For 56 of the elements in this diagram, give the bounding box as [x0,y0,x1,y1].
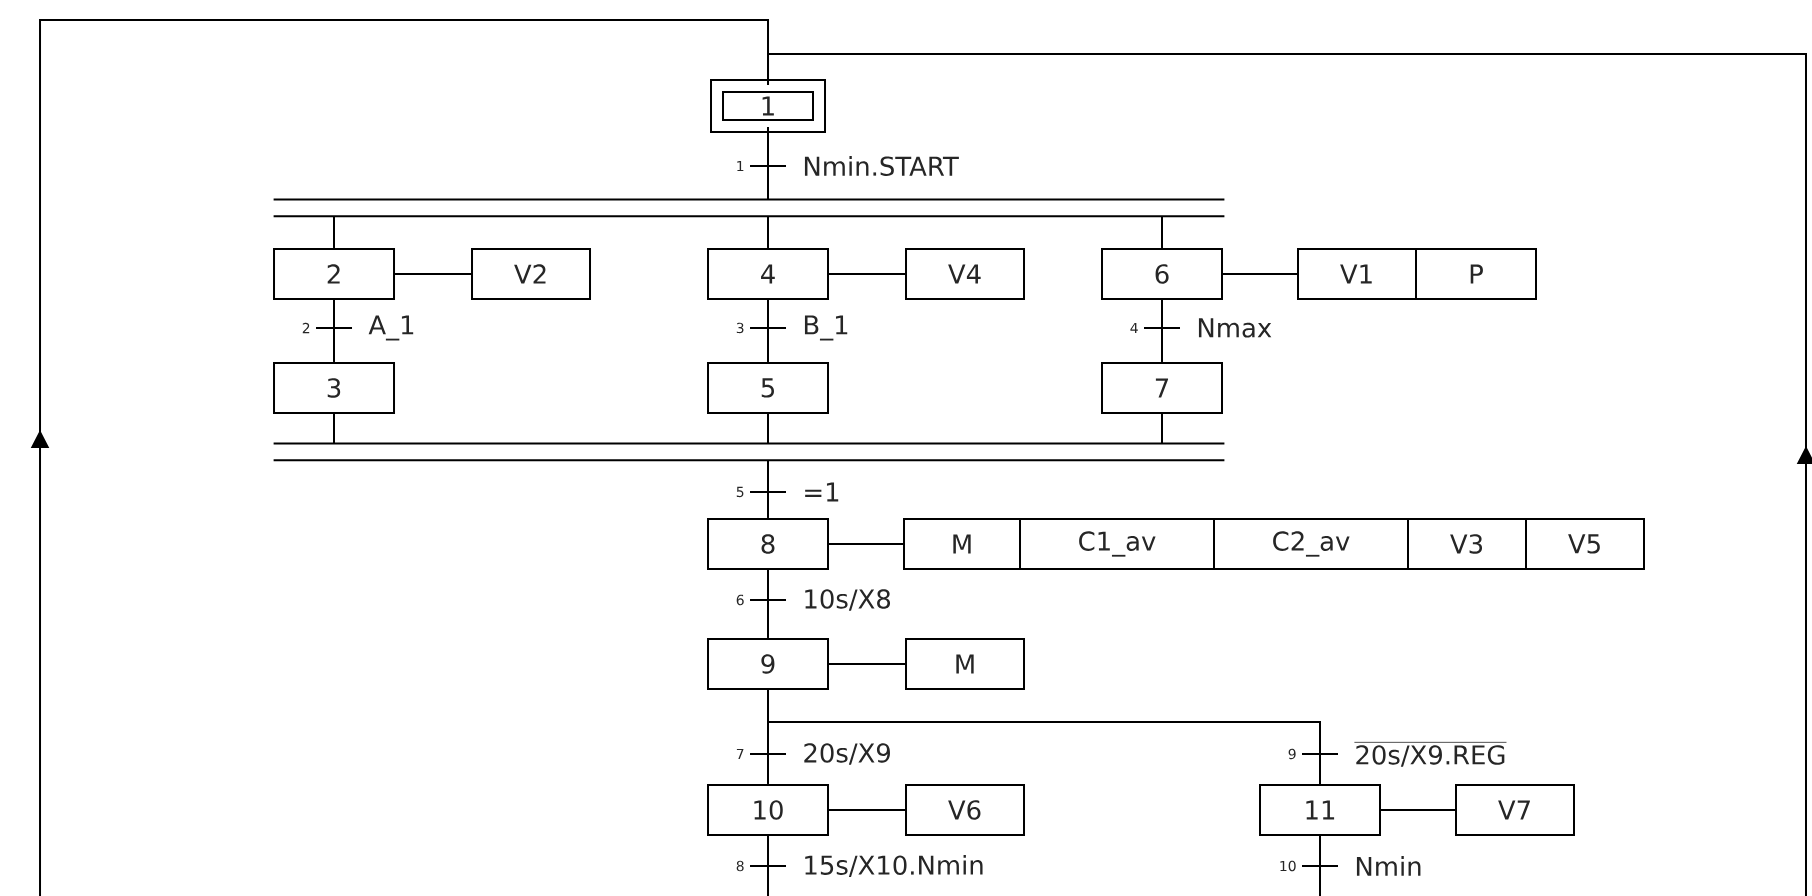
action-box: V7 [1455,783,1575,836]
step-box: 10 [707,783,829,836]
step-box: 5 [707,361,829,414]
step-box: 2 [273,247,395,300]
connector-line [767,298,769,363]
double-bar [272,442,1226,462]
connector-line [767,215,769,249]
transition-condition: =1 [805,482,839,502]
action-box: V2 [471,247,591,300]
connector-line [30,19,769,896]
step-box: 9 [707,637,829,690]
connector-line [767,53,1812,896]
link-line [1380,808,1456,811]
action-box: C2_av [1213,517,1409,570]
transition-condition: 10s/X8 [805,589,891,611]
connector-line [333,215,335,249]
connector-line [333,298,335,363]
connector-line [1161,412,1163,445]
link-line [828,272,906,275]
action-box: C1_av [1019,517,1215,570]
transition-condition: Nmin.START [804,155,959,176]
action-box: M [903,517,1021,570]
step-box: 7 [1101,361,1223,414]
connector-line [767,125,769,201]
step-box: 11 [1259,783,1381,836]
action-box: P [1415,247,1537,300]
action-box: V4 [905,247,1025,300]
transition-condition: Nmin [1356,856,1421,876]
link-line [1222,272,1298,275]
action-box: M [905,637,1025,690]
initial-step-box: 1 [710,79,826,133]
action-box: V6 [905,783,1025,836]
connector-line [767,459,769,519]
transition-condition: B_1 [804,315,848,341]
link-line [828,542,904,545]
transition-condition: 20s/X9 [804,743,890,765]
connector-line [1161,298,1163,363]
action-box: V1 [1297,247,1417,300]
action-box: V5 [1525,517,1645,570]
step-box: 3 [273,361,395,414]
link-line [828,662,906,665]
action-box: V3 [1407,517,1527,570]
step-box: 4 [707,247,829,300]
link-line [828,808,906,811]
link-line [394,272,472,275]
transition-condition: 15s/X10.Nmin [805,854,983,877]
double-bar [272,198,1226,218]
connector-line [1161,215,1163,249]
connector-line [767,568,769,639]
transition-condition: Nmax [1198,318,1272,338]
step-box: 8 [707,517,829,570]
transition-condition: A_1 [368,315,414,341]
transition-condition: 20s/X9.REG [1354,741,1507,767]
connector-line [333,412,335,445]
step-box: 6 [1101,247,1223,300]
connector-line [767,412,769,445]
